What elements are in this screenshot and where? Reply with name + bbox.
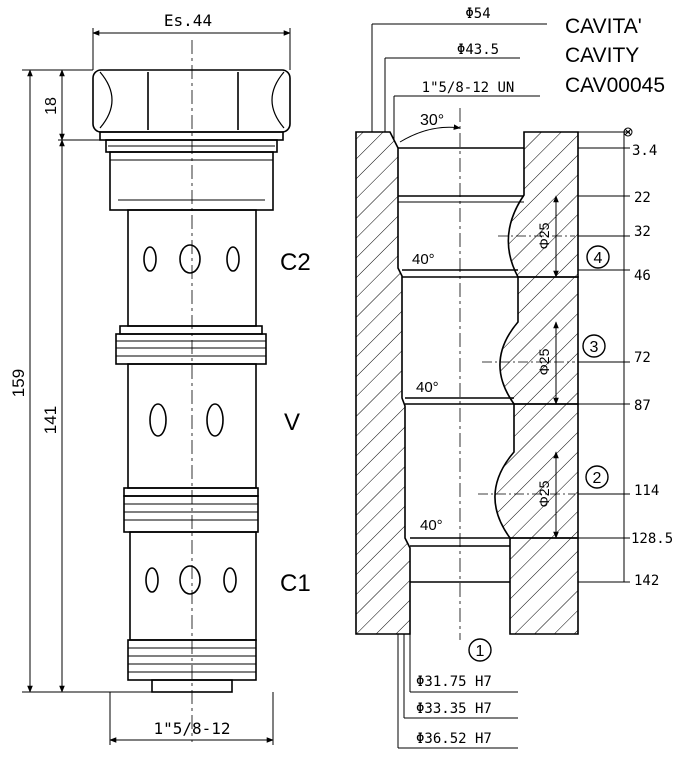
port-dia-label-3: Φ25: [536, 348, 552, 375]
dia-top-outer-label: Φ54: [465, 6, 490, 22]
depth-label-46: 46: [634, 268, 651, 284]
bore-dia-label-3: Φ36.52 H7: [416, 731, 492, 747]
cartridge-view: [22, 28, 291, 745]
port-number-4: 4: [594, 250, 603, 267]
dia-top-inner-label: Φ43.5: [457, 42, 499, 58]
cavity-code: CAV00045: [565, 74, 665, 97]
port-label-c1: C1: [280, 570, 311, 597]
bore-dia-label-2: Φ33.35 H7: [416, 701, 492, 717]
hex-nut: [92, 69, 291, 133]
port-number-circle-2: [585, 465, 609, 489]
head-height-label: 18: [43, 97, 60, 115]
depth-label-142: 142: [634, 573, 659, 589]
chamfer-label-3: 40°: [420, 517, 443, 534]
port-number-circle-1: [468, 638, 492, 662]
cavity-wall-right-mid: [499, 276, 579, 405]
cavity-wall-left: [355, 131, 411, 635]
chamfer-top-label: 30°: [420, 112, 444, 129]
port-dia-label-4: Φ25: [536, 222, 552, 249]
chamfer-label-1: 40°: [412, 251, 435, 268]
cavity-wall-right-upper: [507, 131, 579, 278]
port-number-circle-3: [582, 334, 606, 358]
cavity-thread-label: 1"5/8-12 UN: [422, 80, 515, 96]
port-number-circle-4: [586, 245, 610, 269]
port-dia-label-2: Φ25: [536, 480, 552, 507]
depth-label-72: 72: [634, 350, 651, 366]
depth-label-22: 22: [634, 190, 651, 206]
bore-dia-label-1: Φ31.75 H7: [416, 674, 492, 690]
cavity-section: [355, 108, 579, 640]
chamfer-label-2: 40°: [416, 379, 439, 396]
bore-diameter-leaders: [397, 634, 518, 749]
depth-dimension-ladder: [578, 127, 633, 583]
depth-label-32: 32: [634, 224, 651, 240]
depth-label-87: 87: [634, 398, 651, 414]
port-number-3: 3: [590, 339, 599, 356]
title-line-2: CAVITY: [565, 44, 639, 67]
depth-label-128-5: 128.5: [631, 531, 673, 547]
port-number-1: 1: [476, 643, 485, 660]
title-line-1: CAVITA': [565, 15, 642, 38]
body-length-label: 141: [41, 406, 60, 434]
hex-size-label: Es.44: [164, 11, 212, 30]
cavity-wall-right-bottom: [509, 537, 579, 635]
port-label-c2: C2: [280, 249, 311, 276]
port-number-2: 2: [593, 470, 602, 487]
port-label-v: V: [284, 409, 300, 436]
total-length-label: 159: [9, 369, 28, 397]
sleeve-c1: [129, 531, 257, 641]
depth-label-114: 114: [634, 483, 659, 499]
cartridge-thread-label: 1"5/8-12: [153, 719, 230, 738]
cavity-wall-right-lower: [494, 403, 579, 539]
depth-label-3-4: 3.4: [632, 143, 657, 159]
cartridge-body-thread: [109, 151, 274, 211]
cavity-top-dimensions: [371, 23, 547, 143]
